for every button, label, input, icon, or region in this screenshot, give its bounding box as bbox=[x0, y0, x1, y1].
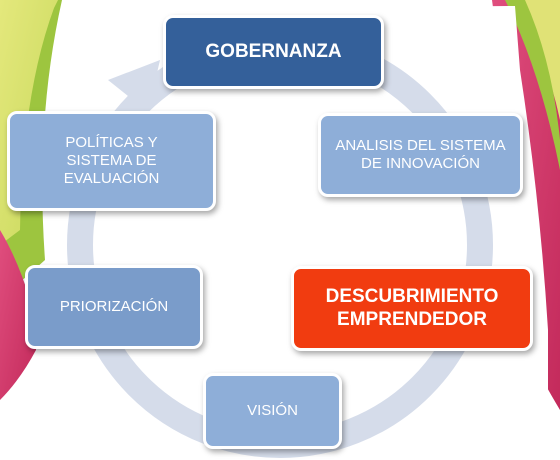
step-label: PRIORIZACIÓN bbox=[59, 298, 169, 315]
yellow-swoosh-right bbox=[512, 0, 560, 120]
step-politicas: POLÍTICAS Y SISTEMA DE EVALUACIÓN bbox=[7, 111, 216, 211]
green-swoosh-right bbox=[505, 0, 560, 170]
step-label: ANALISIS DEL SISTEMA DE INNOVACIÓN bbox=[335, 137, 506, 172]
step-vision: VISIÓN bbox=[203, 373, 342, 449]
cycle-arrowhead bbox=[108, 60, 160, 112]
step-gobernanza: GOBERNANZA bbox=[163, 15, 384, 89]
step-descubrimiento: DESCUBRIMIENTO EMPRENDEDOR bbox=[291, 266, 533, 351]
step-label: VISIÓN bbox=[247, 402, 298, 419]
step-label: GOBERNANZA bbox=[205, 40, 342, 62]
step-label: POLÍTICAS Y SISTEMA DE EVALUACIÓN bbox=[63, 134, 160, 187]
step-priorizacion: PRIORIZACIÓN bbox=[25, 265, 203, 349]
pink-swoosh-left bbox=[0, 230, 36, 400]
step-analisis: ANALISIS DEL SISTEMA DE INNOVACIÓN bbox=[318, 113, 523, 197]
step-label: DESCUBRIMIENTO EMPRENDEDOR bbox=[325, 285, 499, 330]
